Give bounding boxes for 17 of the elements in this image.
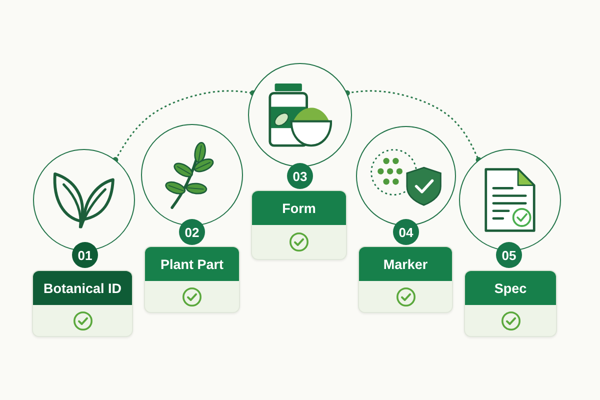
card-header: Form xyxy=(252,191,346,225)
card-header: Marker xyxy=(359,247,452,281)
dotted-connector xyxy=(112,90,256,163)
card-header: Botanical ID xyxy=(33,271,132,305)
step-number-badge: 02 xyxy=(179,219,205,245)
dotted-connector xyxy=(344,90,482,163)
step-number-badge: 03 xyxy=(287,163,313,189)
step-card xyxy=(358,246,453,313)
step-number-badge: 01 xyxy=(72,242,98,268)
step-number-badge: 05 xyxy=(496,242,522,268)
step-card xyxy=(251,190,347,260)
card-header: Spec xyxy=(465,271,556,305)
step-number-badge: 04 xyxy=(393,219,419,245)
step-card xyxy=(32,270,133,337)
step-card xyxy=(144,246,240,313)
card-header: Plant Part xyxy=(145,247,239,281)
step-card xyxy=(464,270,557,337)
